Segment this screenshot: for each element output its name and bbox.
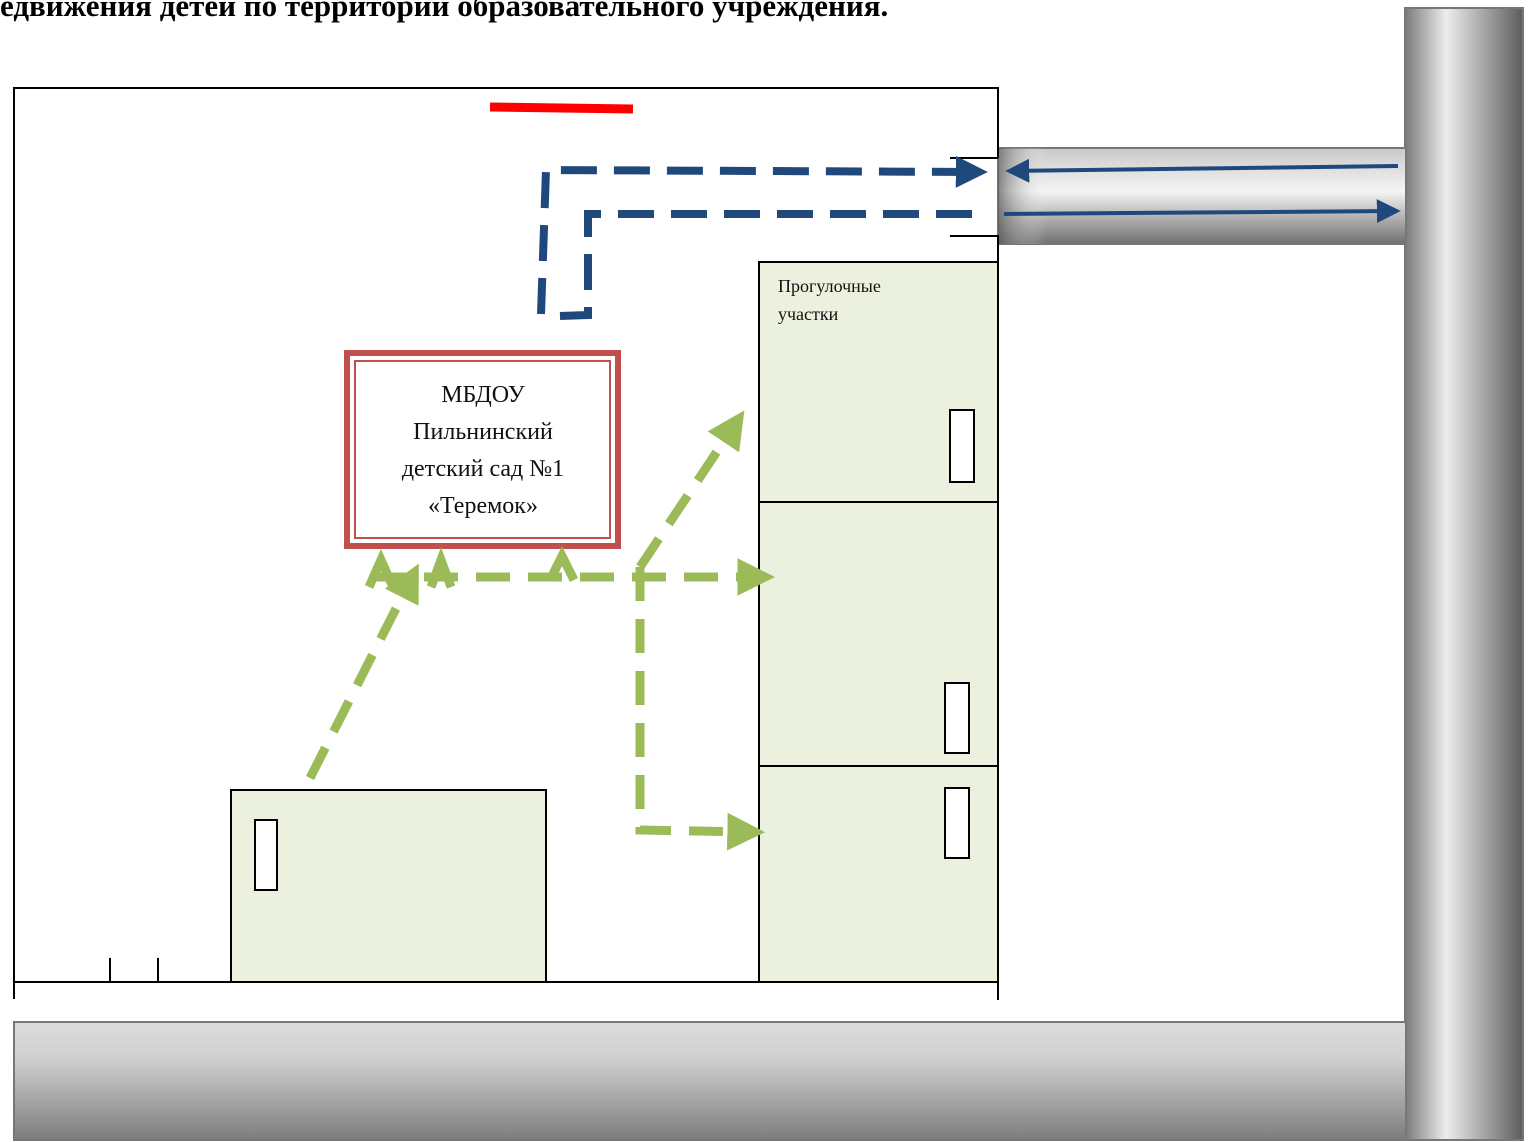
route-to-area-1	[636, 410, 745, 570]
walking-areas-label: Прогулочные участки	[778, 272, 948, 328]
building-entry-arrows	[364, 545, 579, 589]
route-to-area-3	[635, 567, 766, 851]
shelter-icon	[944, 682, 970, 754]
shelter-icons	[254, 409, 975, 891]
shelter-icon	[949, 409, 975, 483]
kindergarten-label-line: детский сад №1	[401, 456, 565, 482]
kindergarten-label-line: Пильнинский	[413, 419, 553, 445]
walking-area-4	[230, 789, 547, 983]
kindergarten-label: МБДОУ Пильнинский детский сад №1 «Теремо…	[358, 366, 608, 536]
road-bottom	[13, 1021, 1407, 1141]
kindergarten-label-line: МБДОУ	[441, 382, 525, 408]
road-vertical	[1404, 7, 1524, 1141]
danger-mark	[489, 102, 634, 114]
shelter-icon	[254, 819, 278, 891]
vehicle-route	[537, 155, 1401, 320]
walking-areas-label-line: участки	[778, 304, 839, 324]
kindergarten-building	[344, 350, 621, 549]
page-title: едвижения детей по территории образовате…	[0, 0, 889, 23]
kindergarten-label-line: «Теремок»	[428, 493, 538, 519]
walking-areas-label-line: Прогулочные	[778, 276, 881, 296]
shelter-icon	[944, 787, 970, 859]
route-area4-to-building	[305, 563, 419, 781]
road-entrance	[997, 147, 1407, 245]
